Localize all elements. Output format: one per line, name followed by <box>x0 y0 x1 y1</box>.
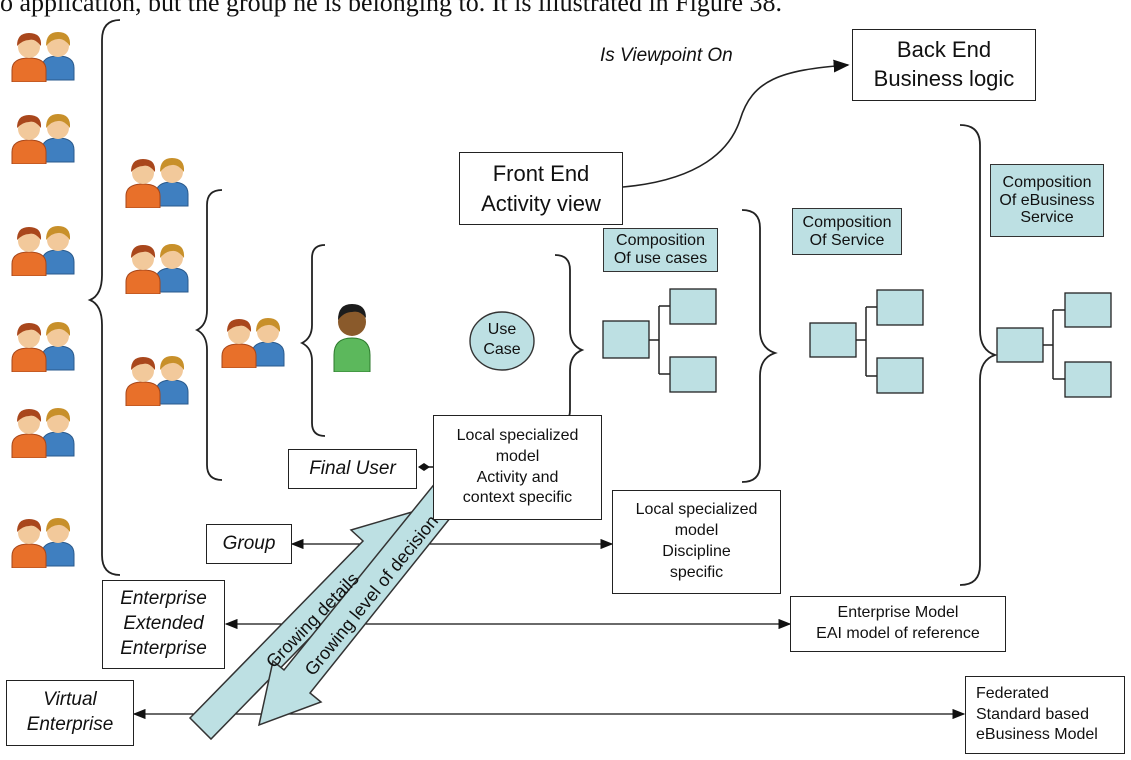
front-end-box: Front End Activity view <box>459 152 623 225</box>
tree1-child-node <box>669 356 717 393</box>
federated-model-box: Federated Standard based eBusiness Model <box>965 676 1125 754</box>
composition-ebusiness-box: Composition Of eBusiness Service <box>990 164 1104 237</box>
final-user-icon <box>333 304 371 372</box>
brace-enterprise <box>194 189 223 481</box>
people-group-icon <box>125 356 189 406</box>
people-group-icon <box>11 114 75 164</box>
people-group-icon <box>125 158 189 208</box>
brace-group <box>299 244 326 437</box>
use-case-ellipse <box>469 311 535 371</box>
people-group-icon <box>11 518 75 568</box>
local-model-activity-box: Local specialized model Activity and con… <box>433 415 602 520</box>
people-group-icon <box>11 322 75 372</box>
tree3-child-node <box>1064 361 1112 398</box>
enterprise-model-box: Enterprise Model EAI model of reference <box>790 596 1006 652</box>
tree1-root-node <box>602 320 650 359</box>
tree3-child-node <box>1064 292 1112 328</box>
local-model-discipline-box: Local specialized model Discipline speci… <box>612 490 781 594</box>
brace-virtual <box>87 19 121 576</box>
back-end-line1: Back End <box>896 37 992 63</box>
viewpoint-label: Is Viewpoint On <box>600 45 733 66</box>
use-case-label: Use Case <box>483 321 521 358</box>
virtual-enterprise-box: Virtual Enterprise <box>6 680 134 746</box>
people-group-icon <box>11 32 75 82</box>
front-end-line1: Front End <box>492 160 590 186</box>
people-group-icon <box>11 226 75 276</box>
front-end-line2: Activity view <box>481 190 601 216</box>
final-user-box: Final User <box>288 449 417 489</box>
tree2-root-node <box>809 322 857 358</box>
brace-service <box>741 209 778 483</box>
tree1-child-node <box>669 288 717 325</box>
composition-service-box: Composition Of Service <box>792 208 902 255</box>
composition-use-cases-box: Composition Of use cases <box>603 228 718 272</box>
brace-use-cases <box>554 254 585 426</box>
tree3-root-node <box>996 327 1044 363</box>
people-group-icon <box>11 408 75 458</box>
tree2-child-node <box>876 357 924 394</box>
back-end-box: Back End Business logic <box>852 29 1036 101</box>
people-group-icon <box>125 244 189 294</box>
growing-decision-arrow <box>257 464 477 727</box>
viewpoint-curve <box>622 59 850 188</box>
figure-caption: o application, but the group he is belon… <box>0 0 783 17</box>
tree2-child-node <box>876 289 924 326</box>
people-group-icon <box>221 318 285 368</box>
brace-ebusiness <box>959 124 998 586</box>
back-end-line2: Business logic <box>873 66 1015 91</box>
group-box: Group <box>206 524 292 564</box>
enterprise-box: Enterprise Extended Enterprise <box>102 580 225 669</box>
